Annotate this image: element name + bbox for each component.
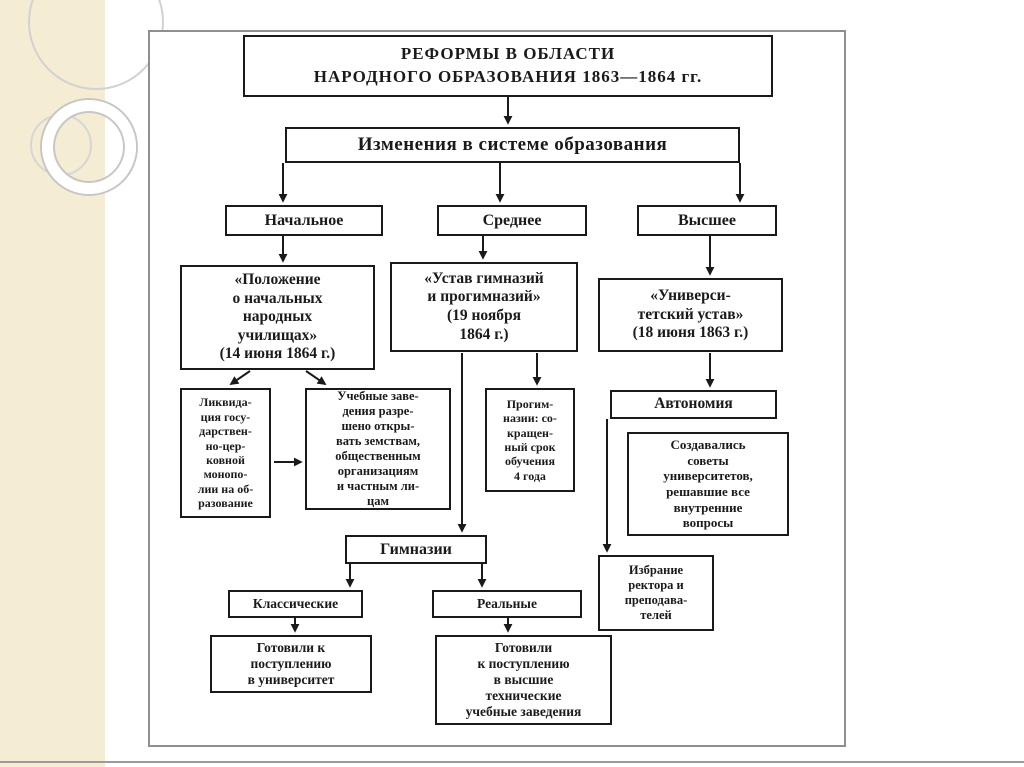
node-real: Реальные <box>432 590 582 618</box>
node-progymnasium: Прогим- назии: со- кращен- ный срок обуч… <box>485 388 575 492</box>
node-autonomy: Автономия <box>610 390 777 419</box>
node-secondary: Среднее <box>437 205 587 236</box>
diagram-title: РЕФОРМЫ В ОБЛАСТИ НАРОДНОГО ОБРАЗОВАНИЯ … <box>243 35 773 97</box>
node-changes: Изменения в системе образования <box>285 127 740 163</box>
node-higher-doc: «Универси- тетский устав» (18 июня 1863 … <box>598 278 783 352</box>
decorative-ring <box>42 100 136 194</box>
node-classical: Классические <box>228 590 363 618</box>
slide-bottom-border <box>0 761 1024 763</box>
connector-lines <box>229 97 745 633</box>
node-councils: Создавались советы университетов, решавш… <box>627 432 789 536</box>
node-real-prep: Готовили к поступлению в высшие техничес… <box>435 635 612 725</box>
node-secondary-doc: «Устав гимназий и прогимназий» (19 ноябр… <box>390 262 578 352</box>
node-liquidation: Ликвида- ция госу- дарствен- но-цер- ков… <box>180 388 271 518</box>
node-primary: Начальное <box>225 205 383 236</box>
node-rector: Избрание ректора и преподава- телей <box>598 555 714 631</box>
node-institutions: Учебные заве- дения разре- шено откры- в… <box>305 388 451 510</box>
node-gymnasium: Гимназии <box>345 535 487 564</box>
node-classical-prep: Готовили к поступлению в университет <box>210 635 372 693</box>
node-higher: Высшее <box>637 205 777 236</box>
node-primary-doc: «Положение о начальных народных училищах… <box>180 265 375 370</box>
